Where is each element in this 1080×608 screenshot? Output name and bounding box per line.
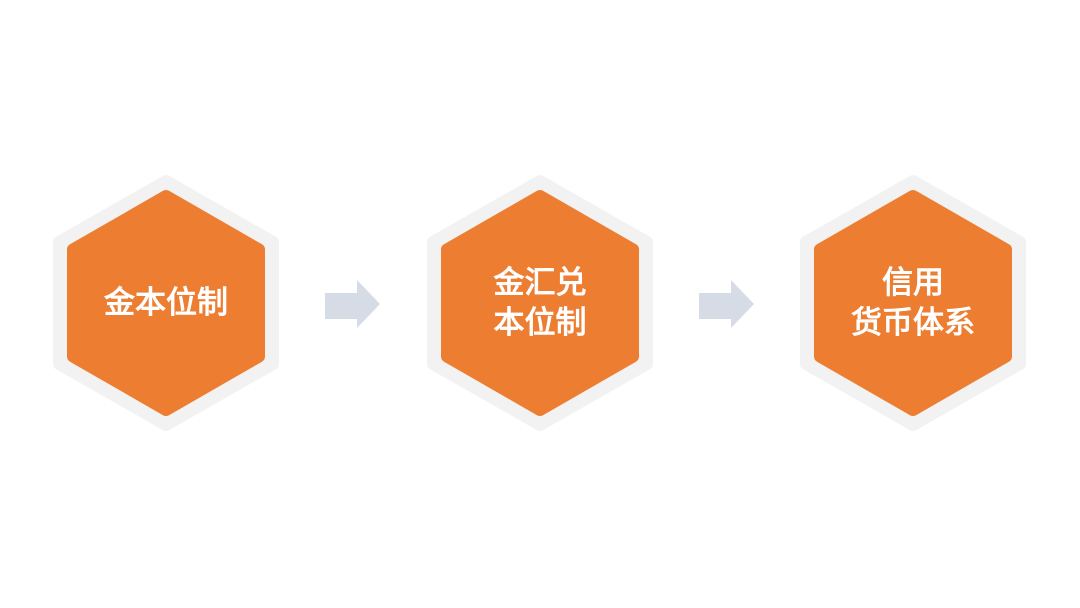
stage-2-line-2: 本位制 (493, 305, 587, 341)
stage-2-label: 金汇兑 本位制 (440, 263, 640, 343)
arrow-right-icon-1 (325, 280, 380, 328)
stage-1-hexagon (67, 190, 265, 416)
stage-2-line-1: 金汇兑 (493, 265, 587, 301)
arrow-right-icon-2 (699, 280, 754, 328)
stage-1-line-1: 金本位制 (104, 285, 228, 321)
stage-3-label: 信用 货币体系 (813, 263, 1013, 343)
stage-3-line-2: 货币体系 (851, 305, 975, 341)
stage-1-label: 金本位制 (66, 283, 266, 323)
stage-2-hexagon (441, 190, 639, 416)
stage-3-hexagon (814, 190, 1012, 416)
stage-3-line-1: 信用 (882, 265, 944, 301)
